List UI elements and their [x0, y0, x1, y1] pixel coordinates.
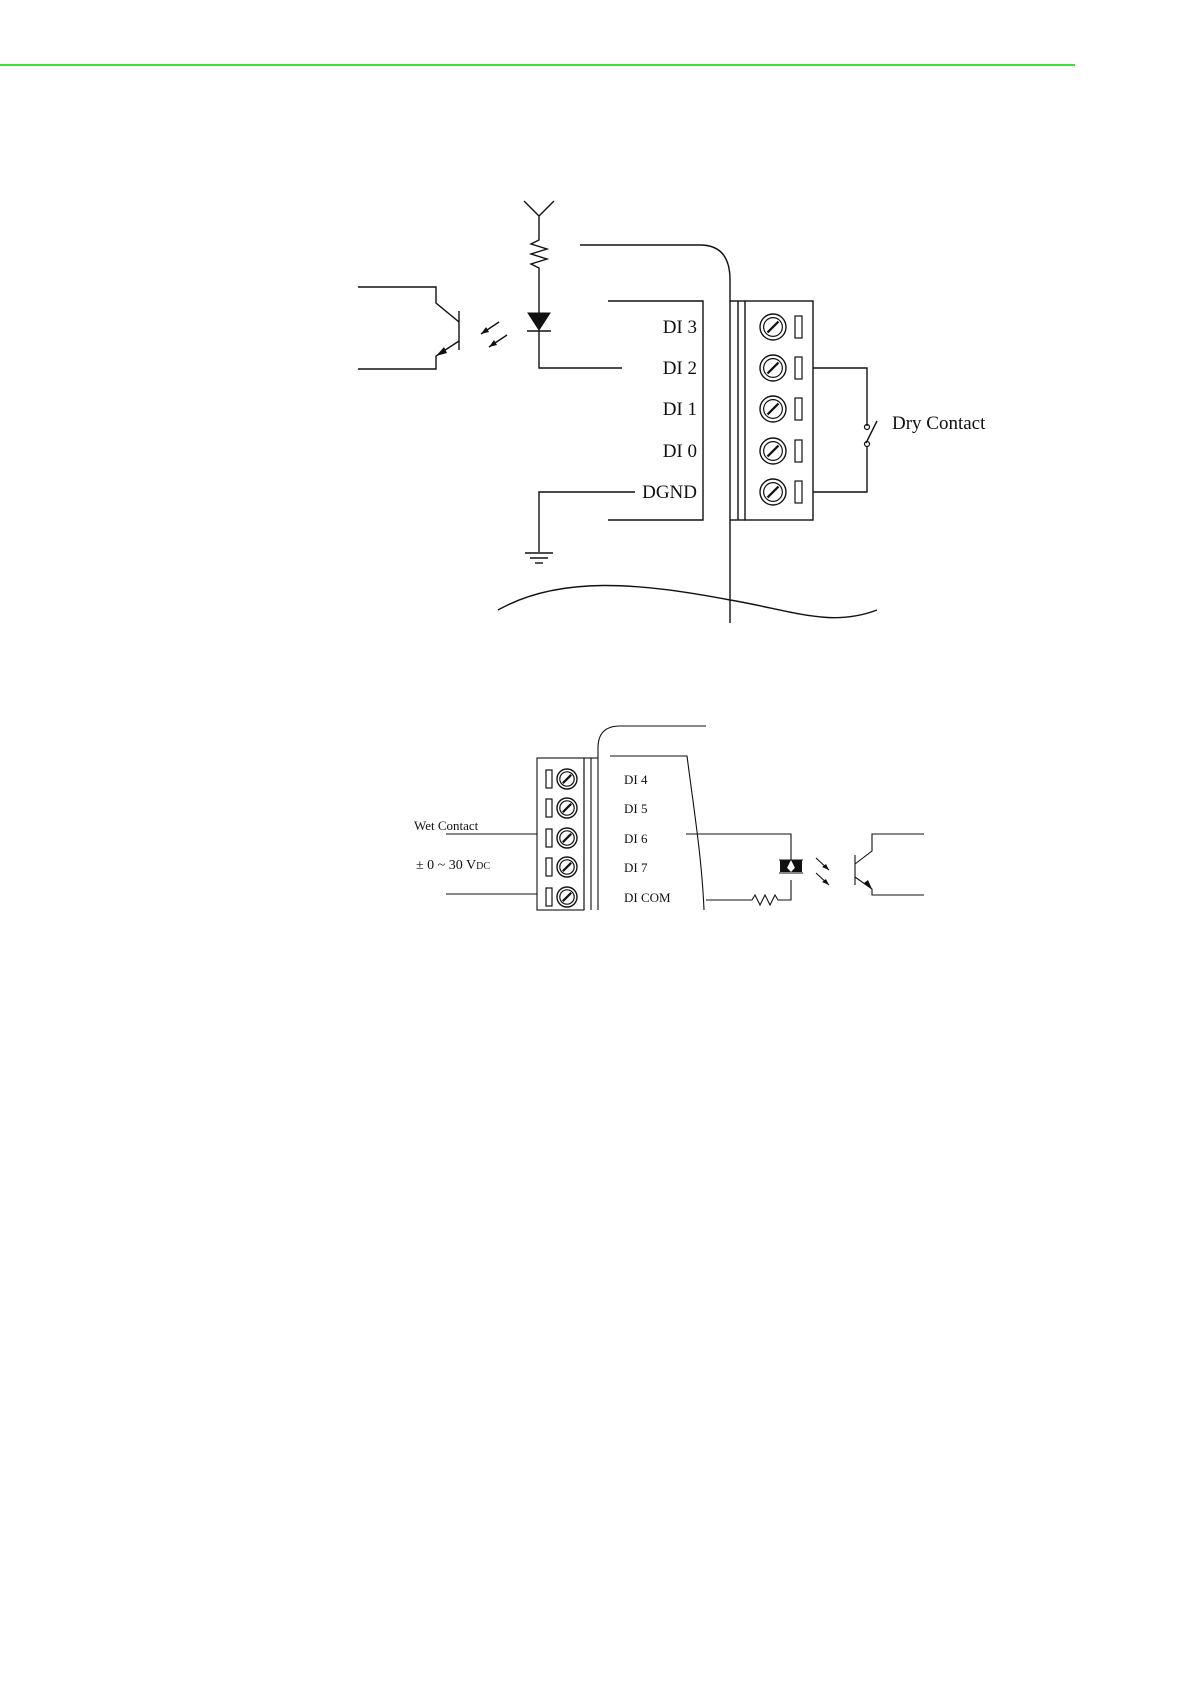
- terminal-slot: [795, 316, 802, 338]
- bidirectional-led-icon: [779, 860, 803, 873]
- terminal-slot: [546, 888, 552, 906]
- channel-label: DI 1: [663, 399, 697, 420]
- phototransistor-icon: [358, 287, 459, 369]
- led-icon: [527, 303, 622, 368]
- terminal-screw: [557, 798, 577, 818]
- light-emission-icon-2: [816, 858, 829, 885]
- channel-label: DI 3: [663, 317, 697, 338]
- terminal-screw: [557, 887, 577, 907]
- switch-icon: [865, 421, 878, 447]
- channel-label: DI 4: [624, 772, 648, 787]
- terminal-screws: [760, 314, 802, 505]
- terminal-slot: [546, 799, 552, 817]
- dry-contact-label: Dry Contact: [892, 413, 986, 434]
- channel-label: DGND: [642, 482, 697, 503]
- terminal-slot: [546, 770, 552, 788]
- terminal-screw: [557, 769, 577, 789]
- terminal-slot: [795, 357, 802, 379]
- terminal-slot: [795, 398, 802, 420]
- board-cable-2: [598, 726, 706, 910]
- resistor-icon: [531, 232, 547, 303]
- terminal-screw: [760, 438, 786, 464]
- terminal-screw: [760, 314, 786, 340]
- wet-contact-diagram: DI 4 DI 5 DI 6 DI 7 DI COM Wet Contact ± 0 ~…: [414, 726, 924, 910]
- terminal-slot: [546, 858, 552, 876]
- dry-contact-wire: [813, 368, 867, 492]
- dicom-wire: [706, 880, 791, 905]
- channel-label: DI COM: [624, 890, 671, 905]
- terminal-screw: [557, 857, 577, 877]
- voltage-label: ± 0 ~ 30 VDC: [416, 858, 490, 873]
- terminal-screw: [760, 396, 786, 422]
- dgnd-wire: [539, 492, 635, 552]
- channel-label: DI 0: [663, 441, 697, 462]
- light-emission-icon: [481, 322, 507, 347]
- terminal-slot: [795, 481, 802, 503]
- dry-contact-diagram: DI 3 DI 2 DI 1 DI 0 DGND Dry Contact: [358, 201, 986, 623]
- di6-wire: [686, 834, 791, 860]
- terminal-screw: [760, 479, 786, 505]
- phototransistor-icon-2: [855, 834, 924, 895]
- channel-label: DI 5: [624, 801, 647, 816]
- terminal-slot: [795, 440, 802, 462]
- board-wave: [498, 585, 877, 617]
- terminal-screws-2: [546, 769, 577, 907]
- terminal-screw: [760, 355, 786, 381]
- channel-label: DI 2: [663, 358, 697, 379]
- terminal-slot: [546, 829, 552, 847]
- channel-label: DI 7: [624, 860, 648, 875]
- ground-icon: [525, 553, 553, 563]
- channel-label: DI 6: [624, 831, 648, 846]
- supply-icon: [524, 201, 554, 232]
- terminal-screw: [557, 828, 577, 848]
- wet-contact-label: Wet Contact: [414, 818, 479, 833]
